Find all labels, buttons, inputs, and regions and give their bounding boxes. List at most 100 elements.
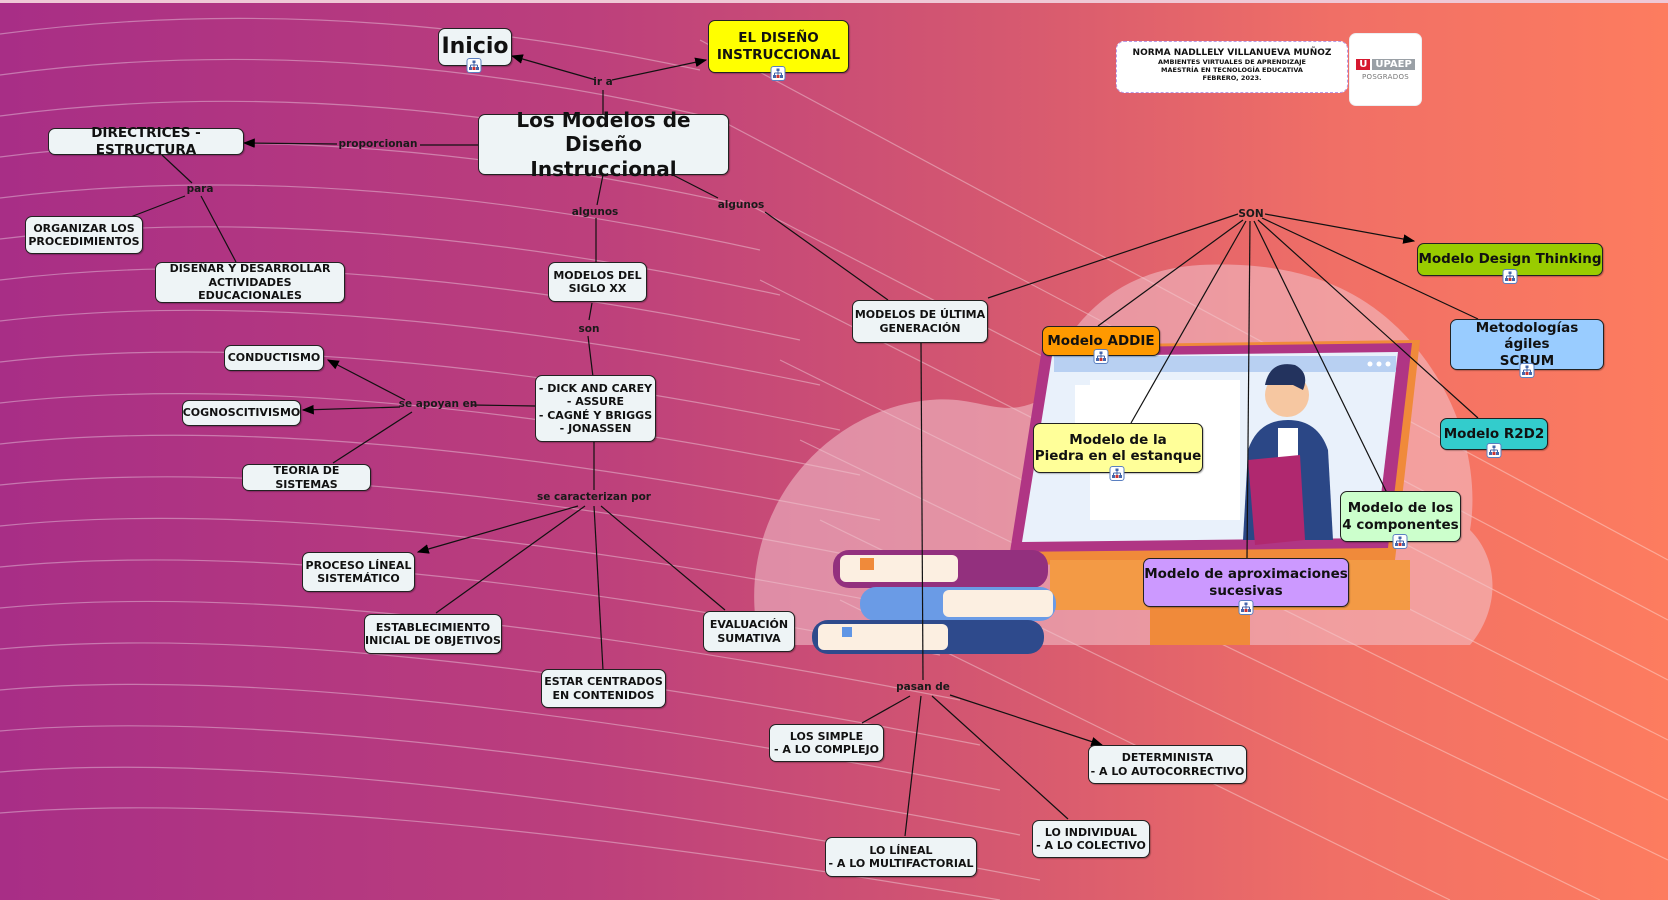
concept-map-link-icon[interactable] [1109,466,1125,481]
author-date: FEBRERO, 2023. [1202,74,1262,83]
link-SON-design [1264,213,1416,244]
author-card: NORMA NADLLELY VILLANUEVA MUÑOZ AMBIENTE… [1116,41,1348,93]
link-apoyan-cognoscitivismo [301,404,401,415]
concept-map-link-icon[interactable] [1392,534,1408,549]
hierarchy-icon [1505,271,1515,281]
node-directrices-label: DIRECTRICES - ESTRUCTURA [91,125,201,158]
node-proceso-lineal[interactable]: PROCESO LÍNEAL SISTEMÁTICO [302,552,415,592]
concept-map-link-icon[interactable] [1238,600,1254,615]
node-conductismo-label: CONDUCTISMO [227,351,321,365]
node-disenar-label: DISEÑAR Y DESARROLLAR ACTIVIDADES EDUCAC… [169,262,331,303]
link-pasan-lineal [904,695,922,837]
link-label-son: son [578,323,600,335]
link-proporcionan-directrices [242,138,338,148]
link-SON-r2d2 [1257,219,1479,419]
link-SON-cuatro [1253,220,1388,494]
link-main-algunos-2 [672,174,719,199]
node-inicio[interactable]: Inicio [438,28,512,66]
link-label-ir-a: ir a [593,76,613,88]
node-organizar-label: ORGANIZAR LOS PROCEDIMIENTOS [28,221,140,248]
link-label-se-caracterizan-por: se caracterizan por [537,491,651,503]
hierarchy-icon [1096,351,1106,361]
books-illustration [812,550,1056,654]
node-directrices[interactable]: DIRECTRICES - ESTRUCTURA [48,125,244,158]
node-aprox-label: Modelo de aproximaciones sucesivas [1144,566,1348,599]
node-ultima-label: MODELOS DE ÚLTIMA GENERACIÓN [854,308,986,335]
node-disenar[interactable]: DISEÑAR Y DESARROLLAR ACTIVIDADES EDUCAC… [155,262,345,303]
link-label-proporcionan: proporcionan [338,138,418,150]
node-conductismo[interactable]: CONDUCTISMO [224,345,324,371]
link-ultima-pasan [920,342,924,681]
link-SON-aprox [1246,220,1251,559]
link-apoyan-conductismo [326,359,406,401]
link-label-para: para [186,183,214,195]
node-modelos-ultima-generacion[interactable]: MODELOS DE ÚLTIMA GENERACIÓN [852,300,988,343]
node-scrum-label: Metodologías ágiles SCRUM [1475,319,1579,369]
node-el-diseno-instruccional[interactable]: EL DISEÑO INSTRUCCIONAL [708,20,849,73]
node-lista-label: - DICK AND CAREY - ASSURE - CAGNÉ Y BRIG… [538,381,653,435]
node-r2d2-label: Modelo R2D2 [1443,425,1545,442]
author-program: MAESTRÍA EN TECNOLOGÍA EDUCATIVA [1161,66,1303,75]
logo-name: UPAEP [1372,58,1415,70]
hierarchy-icon [1522,365,1532,375]
node-modelos-siglo-xx[interactable]: MODELOS DEL SIGLO XX [548,262,647,302]
logo-mark: U [1356,58,1371,70]
node-individual-label: LO INDIVIDUAL - A LO COLECTIVO [1036,825,1146,852]
hierarchy-icon [1112,468,1122,478]
link-ir-a-inicio [510,54,597,81]
node-individual-colectivo[interactable]: LO INDIVIDUAL - A LO COLECTIVO [1032,820,1150,858]
link-SON-piedra [1130,220,1247,424]
link-pasan-individual [931,695,1069,820]
node-main-topic[interactable]: Los Modelos de Diseño Instruccional [478,108,729,181]
hierarchy-icon [469,60,479,70]
node-organizar[interactable]: ORGANIZAR LOS PROCEDIMIENTOS [25,216,143,254]
node-determinista-label: DETERMINISTA - A LO AUTOCORRECTIVO [1090,751,1245,778]
link-para-disenar [200,195,237,263]
node-addie-label: Modelo ADDIE [1047,332,1155,349]
node-teoria-sistemas[interactable]: TEORÍA DE SISTEMAS [242,464,371,491]
node-contenidos[interactable]: ESTAR CENTRADOS EN CONTENIDOS [541,669,666,708]
node-modelo-aproximaciones[interactable]: Modelo de aproximaciones sucesivas [1143,558,1349,607]
link-caracterizan-evaluacion [600,505,726,611]
concept-map-link-icon[interactable] [1502,269,1518,284]
concept-map-link-icon[interactable] [1093,349,1109,364]
node-piedra-label: Modelo de la Piedra en el estanque [1034,431,1202,464]
node-objetivos-label: ESTABLECIMIENTO INICIAL DE OBJETIVOS [365,620,501,647]
node-siglo-label: MODELOS DEL SIGLO XX [553,268,642,295]
node-modelo-piedra[interactable]: Modelo de la Piedra en el estanque [1033,423,1203,473]
node-determinista[interactable]: DETERMINISTA - A LO AUTOCORRECTIVO [1088,745,1247,784]
logo-subtitle: POSGRADOS [1361,72,1409,81]
node-lista-modelos[interactable]: - DICK AND CAREY - ASSURE - CAGNÉ Y BRIG… [535,375,656,442]
link-para-organizar [127,195,186,219]
link-label-se-apoyan-en: se apoyan en [398,398,478,410]
node-evaluacion[interactable]: EVALUACIÓN SUMATIVA [703,611,795,652]
node-design-label: Modelo Design Thinking [1418,251,1602,268]
node-sistemas-label: TEORÍA DE SISTEMAS [273,464,340,491]
concept-map-link-icon[interactable] [466,58,482,73]
node-lineal-multifactorial[interactable]: LO LÍNEAL - A LO MULTIFACTORIAL [825,837,977,877]
concept-map-link-icon[interactable] [770,66,786,81]
concept-map-link-icon[interactable] [1519,363,1535,378]
hierarchy-icon [773,68,783,78]
hierarchy-icon [1489,445,1499,455]
node-lineal-label: LO LÍNEAL - A LO MULTIFACTORIAL [828,843,974,870]
node-diseno-label: EL DISEÑO INSTRUCCIONAL [716,30,841,63]
node-cognoscitivismo[interactable]: COGNOSCITIVISMO [182,400,301,426]
link-algunos-ultima [764,211,889,301]
node-inicio-label: Inicio [441,33,509,59]
link-ir-a-diseno [611,57,708,81]
link-label-pasan-de: pasan de [896,681,950,693]
link-lista-apoyan [471,404,536,407]
link-label-algunos: algunos [571,206,619,218]
link-SON-scrum [1261,217,1479,320]
node-simple-complejo[interactable]: LOS SIMPLE - A LO COMPLEJO [769,724,884,762]
link-pasan-simple [861,695,911,724]
node-simple-label: LOS SIMPLE - A LO COMPLEJO [774,729,879,756]
link-caracterizan-proceso [416,505,579,554]
node-objetivos[interactable]: ESTABLECIMIENTO INICIAL DE OBJETIVOS [364,614,502,654]
hierarchy-icon [1395,536,1405,546]
link-label-SON: SON [1238,208,1264,220]
link-label-algunos-2: algunos [717,199,765,211]
link-directrices-para [161,154,193,184]
concept-map-link-icon[interactable] [1486,443,1502,458]
